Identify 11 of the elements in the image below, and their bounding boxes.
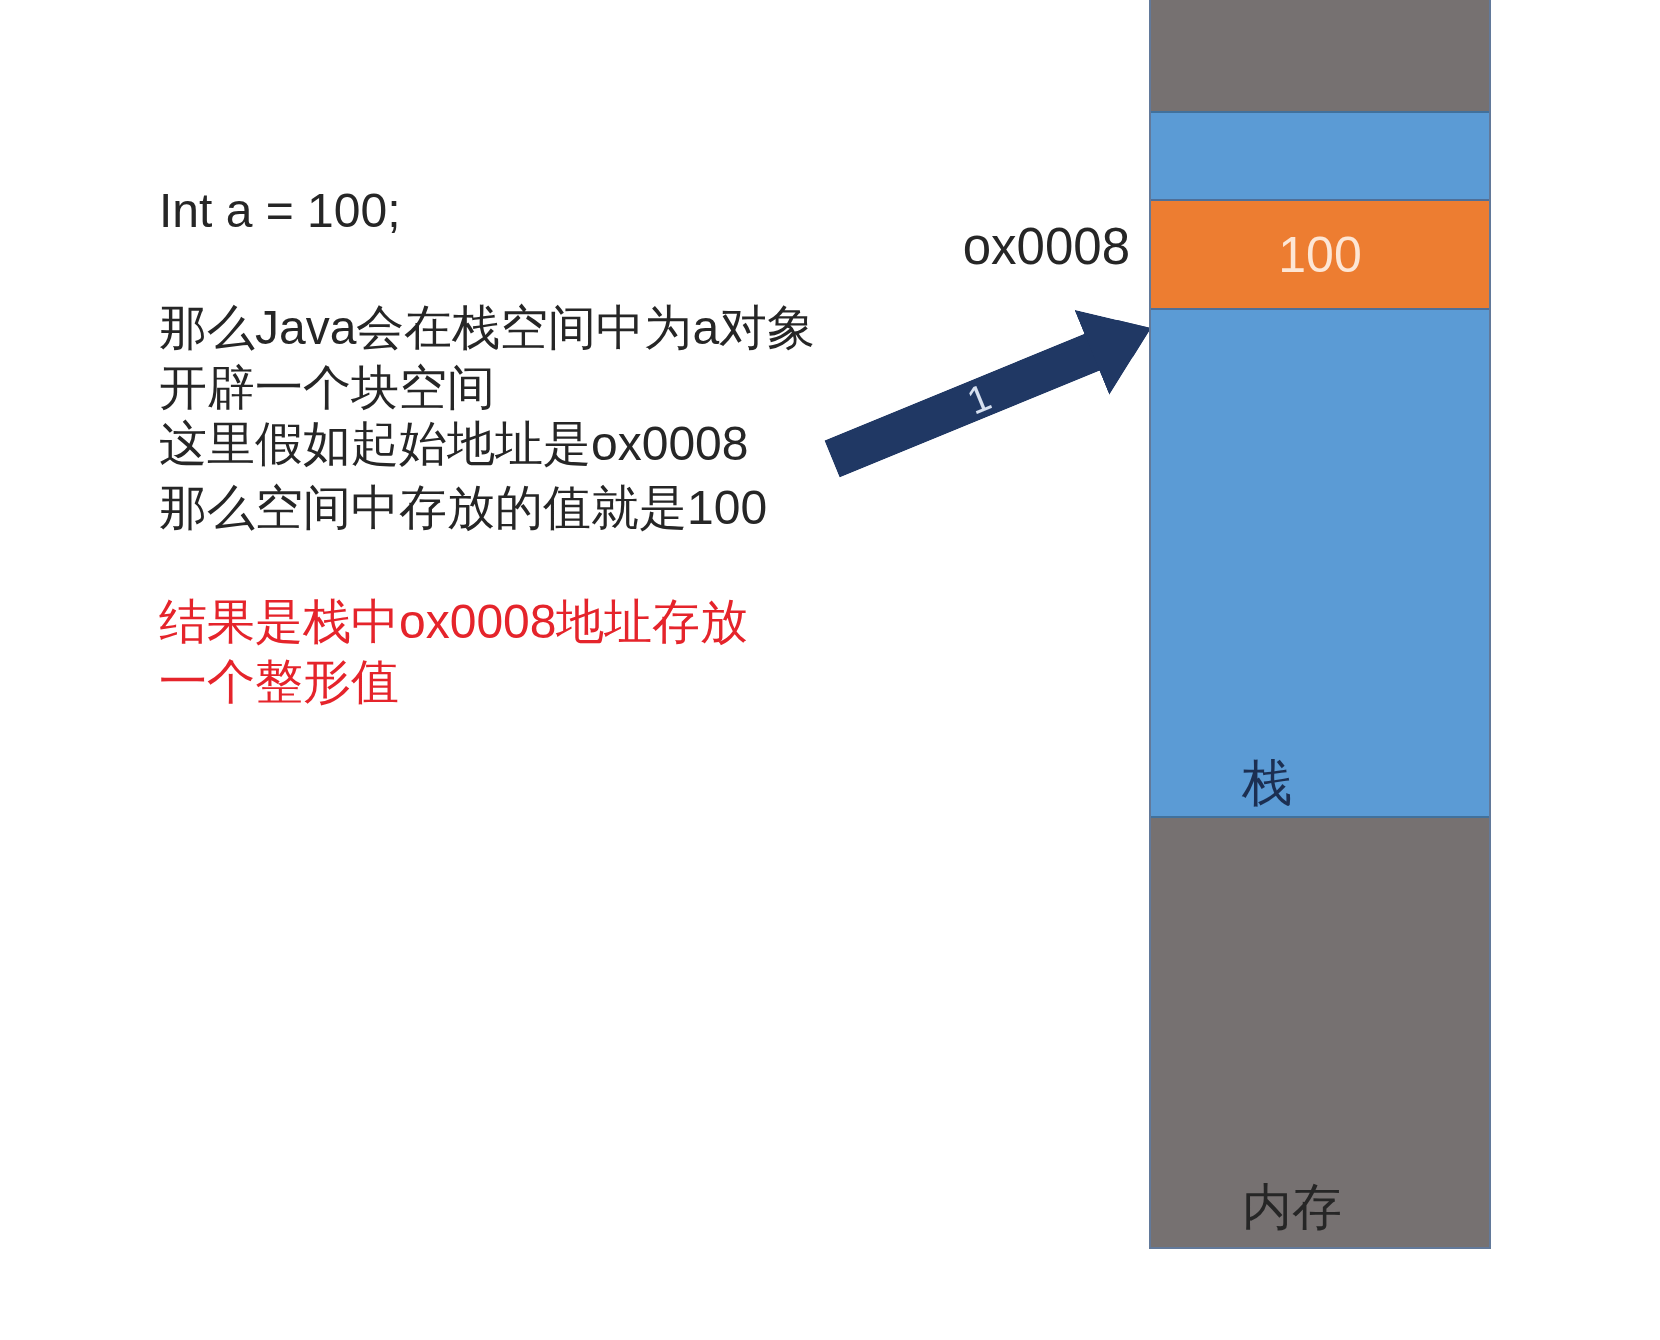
result-note: 结果是栈中ox0008地址存放一个整形值 — [159, 594, 750, 710]
code-line: Int a = 100; — [159, 183, 401, 239]
address-label: ox0008 — [962, 217, 1130, 277]
column-label: 内存 — [1242, 1178, 1342, 1237]
arrow — [824, 309, 1151, 478]
explanation-text: 那么Java会在栈空间中为a对象开辟一个块空间 — [159, 300, 817, 416]
stack-label: 栈 — [1242, 754, 1292, 813]
explanation-text: 这里假如起始地址是ox0008 — [159, 416, 749, 472]
value-text: 100 — [1278, 226, 1362, 285]
explanation-text: 那么空间中存放的值就是100 — [159, 480, 768, 536]
step-number: 1 — [961, 377, 996, 421]
